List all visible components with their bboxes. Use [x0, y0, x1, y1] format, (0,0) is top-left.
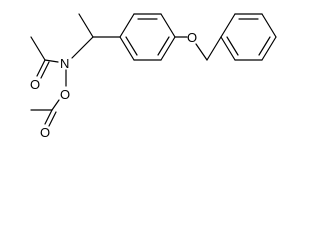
ring2-double-2	[258, 36, 271, 56]
bond-c2-o-a	[44, 109, 53, 125]
ring1-double-2	[157, 36, 170, 56]
bond-c1-o-a	[36, 59, 46, 77]
ring1-bond-6	[119, 36, 135, 61]
bond-ch-n	[71, 36, 94, 59]
bond-c2-o-b	[48, 111, 57, 127]
bond-c1-o-b	[40, 61, 50, 79]
bond-methyl-ch	[78, 13, 94, 38]
bond-o-c2	[51, 99, 60, 111]
ring2-bond-6	[220, 36, 236, 61]
chemical-structure-diagram: N O O O O	[30, 13, 277, 140]
nitrogen-label: N	[60, 56, 69, 71]
bond-o-ch2	[195, 43, 208, 61]
ring1-bond-1	[119, 13, 135, 38]
n-oxygen-label: O	[60, 87, 70, 102]
bond-n-c1	[44, 59, 59, 63]
ring2-bond-1	[220, 13, 236, 38]
atom-labels: N O O O O	[30, 30, 197, 140]
bond-ch2-ring	[206, 36, 222, 61]
bonds	[30, 13, 277, 127]
carbonyl-oxygen-label-2: O	[40, 125, 50, 140]
bond-c1-methyl	[30, 36, 46, 61]
ring1-bond-3	[160, 13, 176, 38]
ether-oxygen-label: O	[187, 30, 197, 45]
ring1-bond-4	[160, 36, 176, 61]
ring2-bond-3	[261, 13, 277, 38]
carbonyl-oxygen-label-1: O	[30, 77, 40, 92]
ring1-double-3	[125, 36, 138, 56]
ring2-double-3	[226, 36, 239, 56]
ring2-bond-4	[261, 36, 277, 61]
